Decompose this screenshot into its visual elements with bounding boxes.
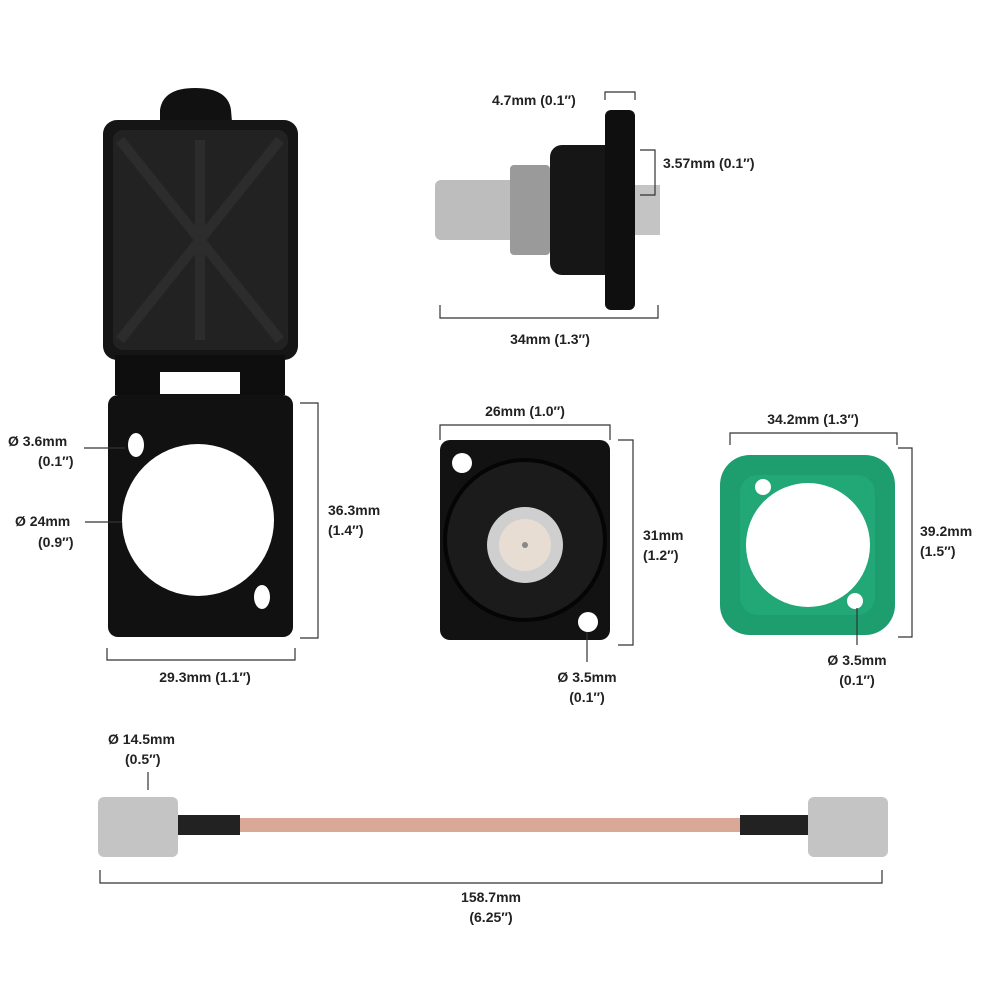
gasket-width-label: 34.2mm (1.3″) — [767, 411, 859, 427]
connector-front-view — [440, 440, 610, 640]
front-height-inch: (1.2″) — [643, 547, 679, 563]
front-hole-label: Ø 3.5mm — [557, 669, 617, 685]
cover-width-label: 29.3mm (1.1″) — [159, 669, 251, 685]
cable-length-inch: (6.25″) — [469, 909, 513, 925]
gasket-hole-label: Ø 3.5mm — [827, 652, 887, 668]
front-height-label: 31mm — [643, 527, 684, 543]
cover-hole-inch: (0.1″) — [38, 453, 74, 469]
cover-opening-inch: (0.9″) — [38, 534, 74, 550]
gasket-height-label: 39.2mm — [920, 523, 973, 539]
dust-cover — [103, 88, 298, 637]
cover-height-inch: (1.4″) — [328, 522, 364, 538]
gasket-height-inch: (1.5″) — [920, 543, 956, 559]
flange-thickness-label: 4.7mm (0.1″) — [492, 92, 576, 108]
side-length-label: 34mm (1.3″) — [510, 331, 590, 347]
green-gasket — [720, 455, 895, 635]
cable-length-label: 158.7mm — [461, 889, 521, 905]
gasket-hole-inch: (0.1″) — [839, 672, 875, 688]
bnc-cable — [98, 797, 888, 857]
cable-diameter-label: Ø 14.5mm — [108, 731, 175, 747]
front-width-label: 26mm (1.0″) — [485, 403, 565, 419]
cable-diameter-inch: (0.5″) — [125, 751, 161, 767]
front-hole-inch: (0.1″) — [569, 689, 605, 705]
cover-height-label: 36.3mm — [328, 502, 381, 518]
rear-depth-label: 3.57mm (0.1″) — [663, 155, 755, 171]
connector-side-view — [435, 110, 660, 310]
dimension-lines — [84, 91, 913, 884]
cover-opening-label: Ø 24mm — [15, 513, 71, 529]
cover-hole-label: Ø 3.6mm — [8, 433, 68, 449]
